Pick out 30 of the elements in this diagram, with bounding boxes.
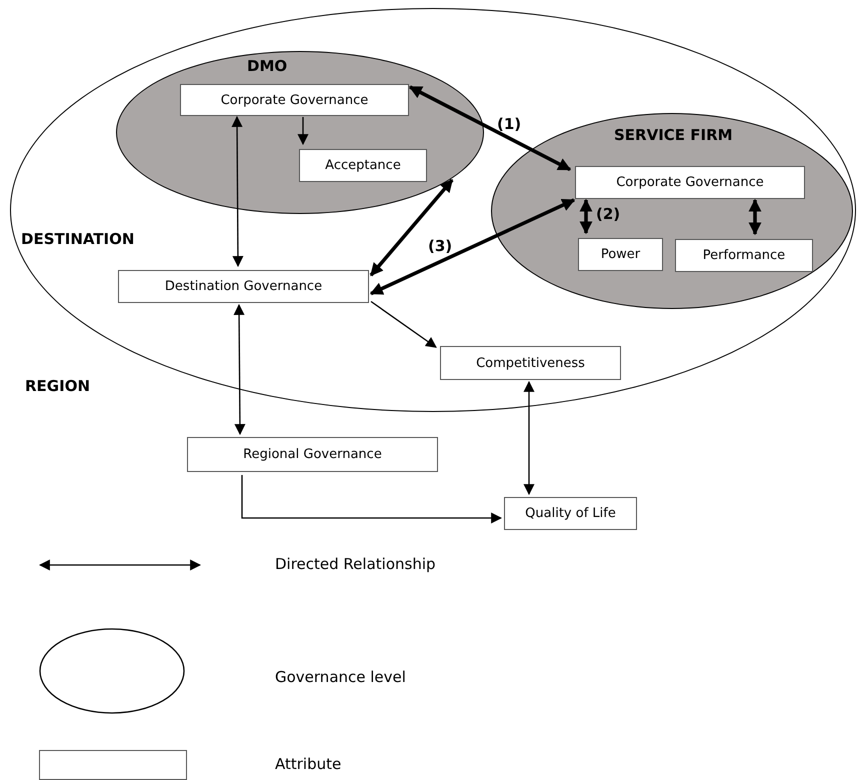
edge-label: (2)	[596, 205, 620, 223]
arrow	[234, 304, 246, 436]
arrow	[408, 85, 572, 172]
attribute-box: Performance	[675, 239, 813, 272]
arrow	[580, 198, 592, 234]
level-title: SERVICE FIRM	[614, 126, 733, 144]
arrow	[298, 117, 308, 146]
attribute-box: Power	[578, 238, 663, 271]
attribute-box: Corporate Governance	[180, 84, 409, 116]
attribute-box: Competitiveness	[440, 346, 621, 380]
legend-text: Directed Relationship	[275, 555, 436, 573]
edge-label: (3)	[428, 237, 452, 255]
arrow	[232, 116, 244, 268]
arrow	[370, 300, 437, 348]
attribute-box: Acceptance	[299, 149, 427, 182]
legend-text: Attribute	[275, 755, 342, 773]
attribute-box: Destination Governance	[118, 270, 369, 303]
legend-text: Governance level	[275, 668, 406, 686]
arrow	[241, 475, 502, 524]
arrow	[370, 198, 576, 296]
level-title: REGION	[25, 377, 90, 395]
arrow	[370, 178, 454, 276]
level-title: DMO	[247, 57, 288, 75]
arrow	[524, 380, 534, 496]
attribute-box: Corporate Governance	[575, 166, 805, 199]
arrow	[748, 198, 762, 236]
attribute-box: Quality of Life	[504, 497, 637, 530]
level-title: DESTINATION	[21, 230, 134, 248]
edge-label: (1)	[497, 115, 522, 133]
attribute-box: Regional Governance	[187, 437, 438, 472]
